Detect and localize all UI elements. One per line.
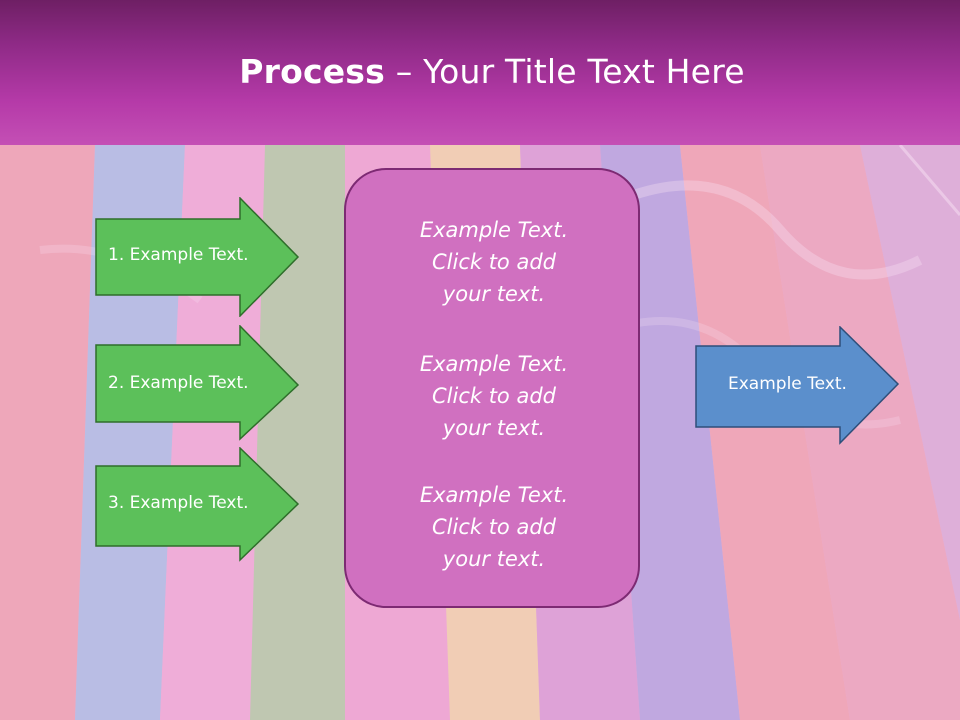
paragraph-line: your text. [442, 282, 546, 306]
title-rest: Your Title Text Here [423, 52, 745, 91]
blue-arrow-shape [695, 326, 900, 445]
slide-title[interactable]: Process – Your Title Text Here [0, 52, 960, 91]
center-text-box[interactable]: Example Text. Click to add your text. Ex… [344, 168, 640, 608]
paragraph-3: Example Text. Click to add your text. [346, 479, 642, 575]
paragraph-line: Click to add [431, 250, 556, 274]
paragraph-line: Example Text. [419, 352, 569, 376]
paragraph-line: Click to add [431, 384, 556, 408]
paragraph-1: Example Text. Click to add your text. [346, 214, 642, 310]
paragraph-line: Example Text. [419, 483, 569, 507]
process-arrow-1[interactable]: 1. Example Text. [95, 197, 300, 317]
paragraph-2: Example Text. Click to add your text. [346, 348, 642, 444]
result-arrow[interactable]: Example Text. [695, 326, 900, 446]
arrow-label: Example Text. [728, 374, 847, 394]
green-arrow-shape [95, 197, 300, 317]
arrow-label: 3. Example Text. [108, 493, 249, 513]
paragraph-line: your text. [442, 416, 546, 440]
green-arrow-shape [95, 325, 300, 441]
process-arrow-3[interactable]: 3. Example Text. [95, 447, 300, 567]
paragraph-line: your text. [442, 547, 546, 571]
paragraph-line: Click to add [431, 515, 556, 539]
title-bold: Process [239, 52, 385, 91]
arrow-label: 2. Example Text. [108, 373, 249, 393]
title-bar [0, 0, 960, 145]
arrow-label: 1. Example Text. [108, 245, 249, 265]
process-arrow-2[interactable]: 2. Example Text. [95, 325, 300, 445]
green-arrow-shape [95, 447, 300, 562]
title-dash: – [385, 52, 424, 91]
paragraph-line: Example Text. [419, 218, 569, 242]
